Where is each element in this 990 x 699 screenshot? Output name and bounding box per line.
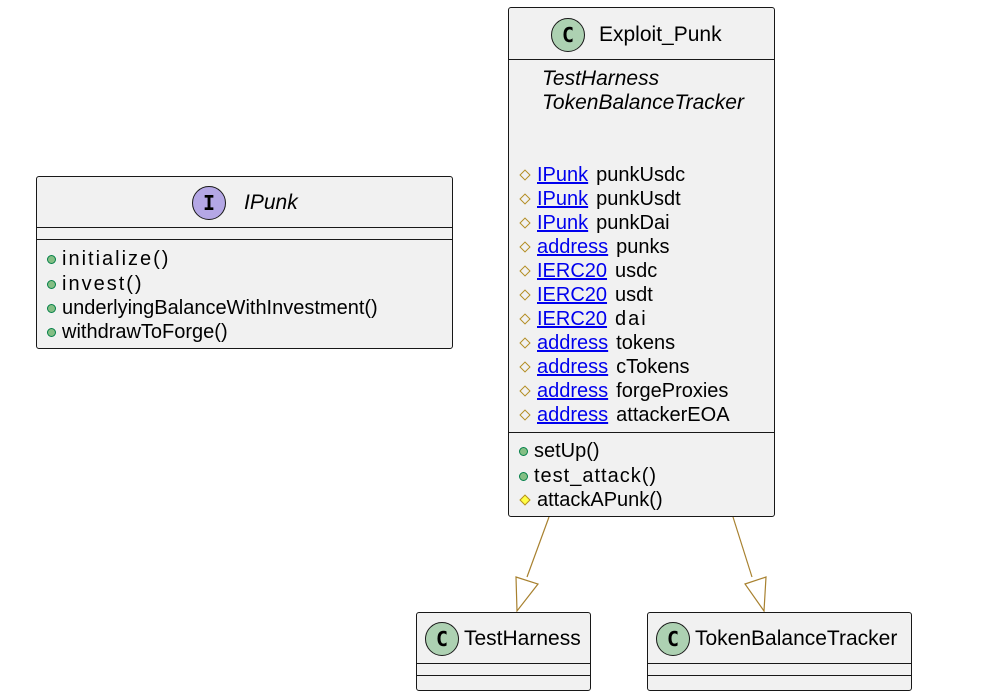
- type-link[interactable]: IPunk: [537, 212, 589, 234]
- method-name: withdrawToForge(): [62, 321, 228, 343]
- tokenbalancetracker-divider-2: [648, 675, 911, 676]
- field-row: address tokens: [519, 331, 675, 355]
- field-name: dai: [615, 308, 648, 330]
- protected-field-icon: [519, 241, 531, 253]
- public-method-icon: [47, 254, 56, 264]
- field-name: tokens: [616, 332, 676, 354]
- type-link[interactable]: address: [537, 332, 609, 354]
- testharness-divider-1: [417, 663, 590, 664]
- edge-to-tokenbalancetracker: [732, 516, 753, 578]
- testharness-title: TestHarness: [464, 627, 581, 650]
- field-name: punkUsdt: [596, 188, 681, 210]
- field-name: punkDai: [596, 212, 670, 234]
- field-name: punks: [616, 236, 670, 258]
- method-name: underlyingBalanceWithInvestment(): [62, 297, 378, 319]
- protected-field-icon: [519, 361, 531, 373]
- tokenbalancetracker-divider-1: [648, 663, 911, 664]
- field-row: address attackerEOA: [519, 403, 730, 427]
- protected-field-icon: [519, 193, 531, 205]
- exploit-punk-header: C Exploit_Punk: [509, 8, 774, 59]
- field-row: IPunk punkDai: [519, 211, 670, 235]
- field-row: IPunk punkUsdt: [519, 187, 681, 211]
- method-row: attackAPunk(): [519, 488, 663, 512]
- arrowhead-tokenbalancetracker: [744, 576, 767, 613]
- class-icon: C: [551, 18, 585, 52]
- parent-label: TokenBalanceTracker: [542, 91, 744, 114]
- method-name: initialize(): [62, 248, 171, 270]
- public-method-icon: [519, 471, 528, 481]
- field-row: address punks: [519, 235, 670, 259]
- method-name: setUp(): [534, 440, 600, 462]
- ipunk-method-row: invest(): [47, 272, 144, 296]
- interface-icon: I: [192, 186, 226, 220]
- public-method-icon: [47, 327, 56, 337]
- ipunk-interface-box[interactable]: I IPunk initialize() invest() underlying…: [36, 176, 453, 349]
- protected-field-icon: [519, 385, 531, 397]
- ipunk-divider-1: [37, 227, 452, 228]
- ipunk-title: IPunk: [244, 191, 298, 214]
- type-link[interactable]: IERC20: [537, 284, 608, 306]
- field-name: punkUsdc: [596, 164, 686, 186]
- protected-field-icon: [519, 337, 531, 349]
- method-row: test_attack(): [519, 464, 657, 488]
- field-row: address forgeProxies: [519, 379, 728, 403]
- type-link[interactable]: address: [537, 356, 609, 378]
- method-row: setUp(): [519, 439, 600, 463]
- protected-field-icon: [519, 169, 531, 181]
- tokenbalancetracker-header: C TokenBalanceTracker: [648, 613, 911, 663]
- field-row: IERC20 usdc: [519, 259, 657, 283]
- ipunk-method-row: withdrawToForge(): [47, 320, 228, 344]
- protected-field-icon: [519, 313, 531, 325]
- type-link[interactable]: IERC20: [537, 260, 608, 282]
- tokenbalancetracker-class-box[interactable]: C TokenBalanceTracker: [647, 612, 912, 691]
- field-name: forgeProxies: [616, 380, 729, 402]
- class-icon: C: [425, 622, 459, 656]
- field-row: IPunk punkUsdc: [519, 163, 685, 187]
- type-link[interactable]: IPunk: [537, 188, 589, 210]
- field-name: attackerEOA: [616, 404, 730, 426]
- class-icon: C: [656, 622, 690, 656]
- type-link[interactable]: IPunk: [537, 164, 589, 186]
- public-method-icon: [47, 279, 56, 289]
- method-name: test_attack(): [534, 465, 658, 487]
- type-link[interactable]: IERC20: [537, 308, 608, 330]
- tokenbalancetracker-title: TokenBalanceTracker: [695, 627, 898, 650]
- protected-field-icon: [519, 217, 531, 229]
- method-name: attackAPunk(): [537, 489, 663, 511]
- field-name: cTokens: [616, 356, 690, 378]
- public-method-icon: [519, 446, 528, 456]
- type-link[interactable]: address: [537, 404, 609, 426]
- field-name: usdt: [615, 284, 653, 306]
- ipunk-method-row: initialize(): [47, 247, 170, 271]
- ipunk-header: I IPunk: [37, 177, 452, 227]
- field-row: address cTokens: [519, 355, 690, 379]
- exploit-punk-class-box[interactable]: C Exploit_Punk TestHarness TokenBalanceT…: [508, 7, 775, 517]
- public-method-icon: [47, 303, 56, 313]
- testharness-divider-2: [417, 675, 590, 676]
- type-link[interactable]: address: [537, 380, 609, 402]
- field-row: IERC20 usdt: [519, 283, 653, 307]
- method-name: invest(): [62, 273, 144, 295]
- edge-to-testharness: [526, 516, 550, 578]
- protected-field-icon: [519, 265, 531, 277]
- ipunk-method-row: underlyingBalanceWithInvestment(): [47, 296, 378, 320]
- protected-method-icon: [519, 494, 531, 506]
- exploit-divider-2: [509, 432, 774, 433]
- testharness-header: C TestHarness: [417, 613, 590, 663]
- protected-field-icon: [519, 289, 531, 301]
- exploit-divider-1: [509, 59, 774, 60]
- arrowhead-testharness: [515, 576, 540, 613]
- testharness-class-box[interactable]: C TestHarness: [416, 612, 591, 691]
- exploit-punk-title: Exploit_Punk: [599, 23, 722, 46]
- type-link[interactable]: address: [537, 236, 609, 258]
- protected-field-icon: [519, 409, 531, 421]
- field-row: IERC20 dai: [519, 307, 648, 331]
- ipunk-divider-2: [37, 239, 452, 240]
- field-name: usdc: [615, 260, 658, 282]
- parent-label: TestHarness: [542, 67, 660, 90]
